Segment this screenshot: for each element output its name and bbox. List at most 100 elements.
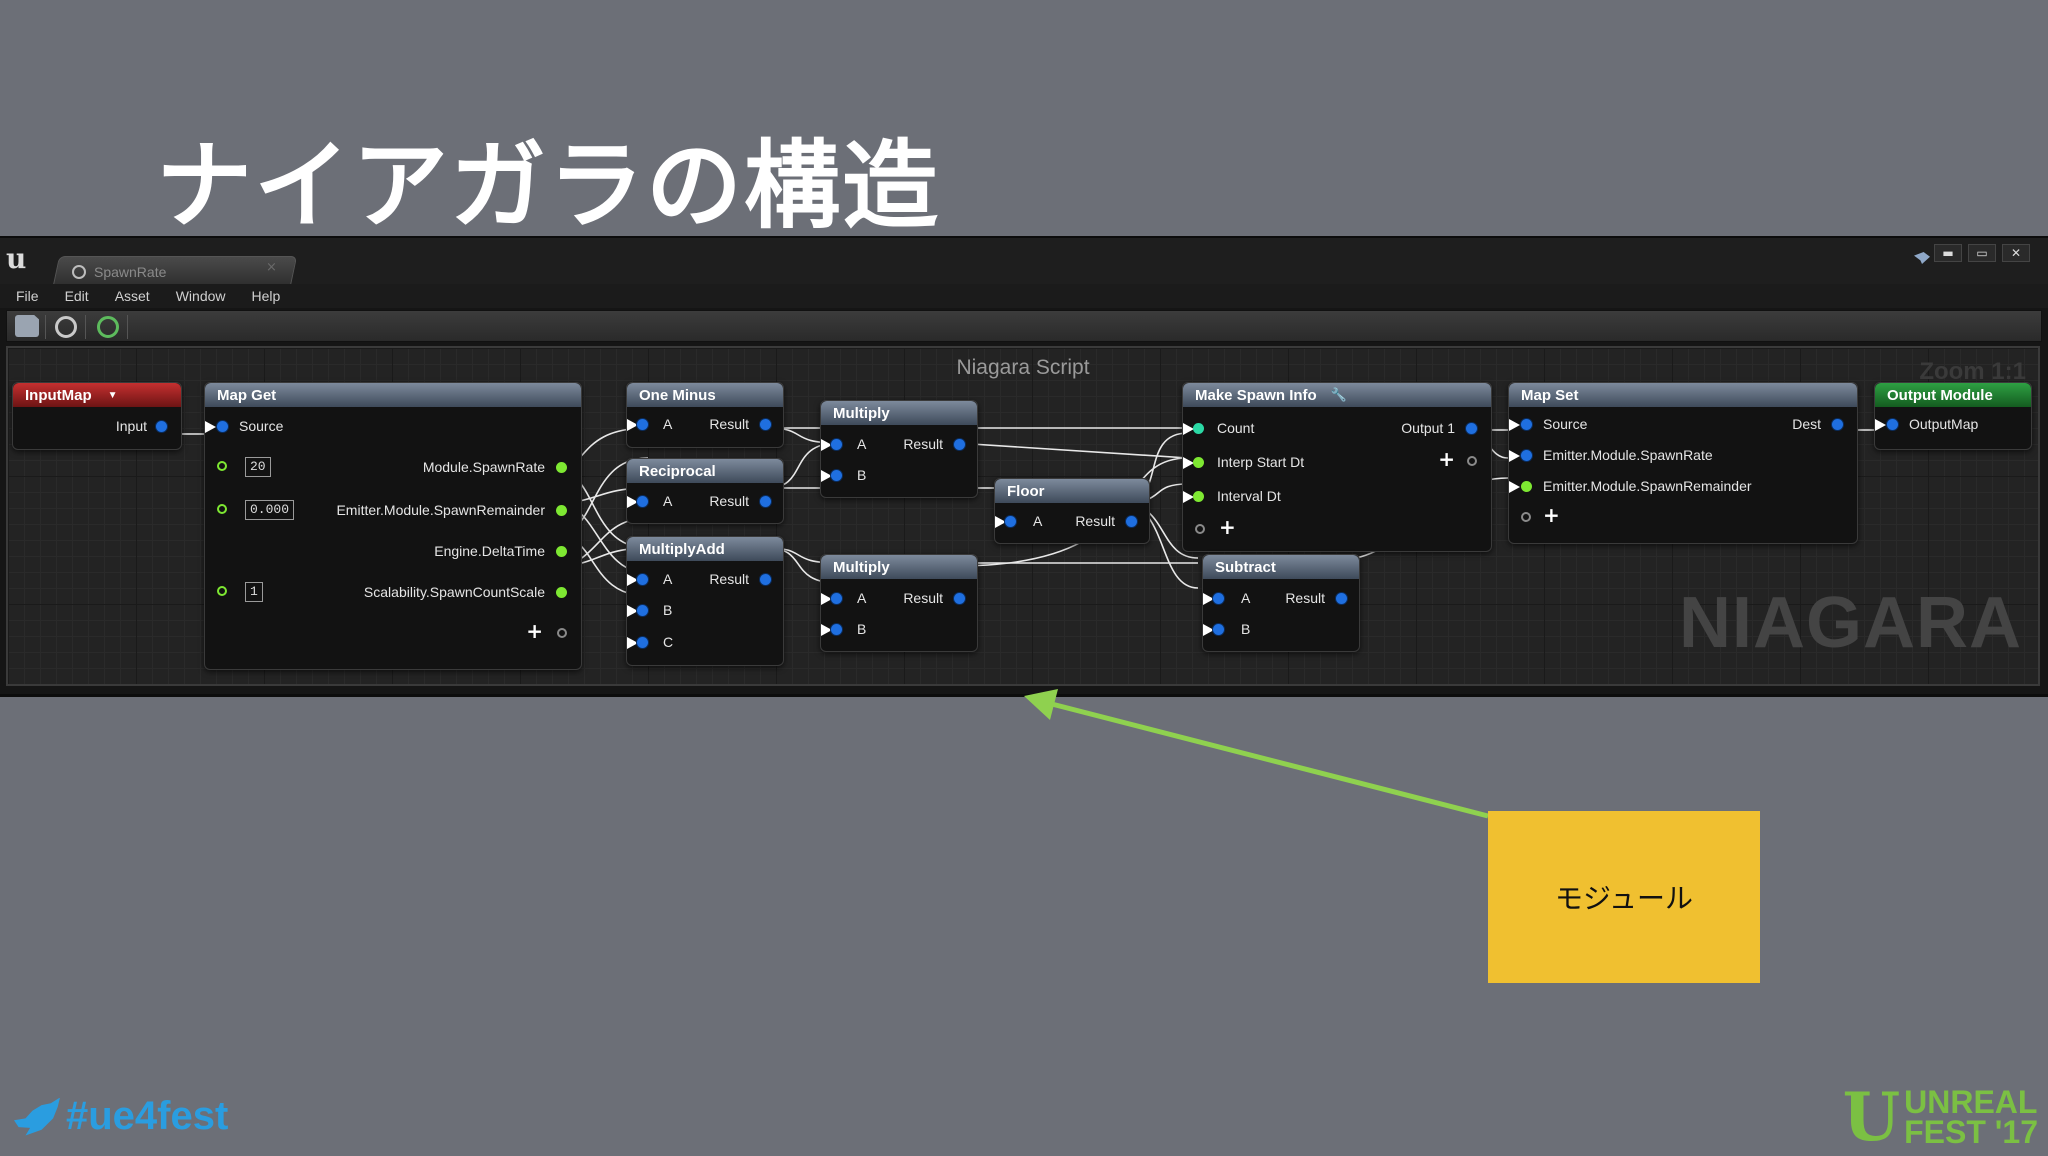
exec-pin[interactable] bbox=[1183, 457, 1194, 469]
node-title: Map Set bbox=[1509, 383, 1857, 407]
exec-pin[interactable] bbox=[205, 421, 216, 433]
exec-pin[interactable] bbox=[821, 624, 832, 636]
node-reciprocal[interactable]: Reciprocal A Result bbox=[626, 458, 784, 524]
exec-pin[interactable] bbox=[1183, 423, 1194, 435]
node-map-set[interactable]: Map Set Source Dest Emitter.Module.Spawn… bbox=[1508, 382, 1858, 544]
output-pin[interactable] bbox=[760, 419, 771, 430]
node-title: Map Get bbox=[205, 383, 581, 407]
exec-pin[interactable] bbox=[1509, 419, 1520, 431]
input-pin[interactable] bbox=[831, 439, 842, 450]
exec-pin[interactable] bbox=[1203, 624, 1214, 636]
add-pin-icon[interactable] bbox=[1521, 512, 1531, 522]
exec-pin[interactable] bbox=[627, 605, 638, 617]
output-pin[interactable] bbox=[556, 505, 567, 516]
node-output-module[interactable]: Output Module OutputMap bbox=[1874, 382, 2032, 450]
add-pin-icon[interactable] bbox=[1467, 456, 1477, 466]
input-pin[interactable] bbox=[1193, 457, 1204, 468]
exec-pin[interactable] bbox=[1509, 450, 1520, 462]
input-pin[interactable] bbox=[1005, 516, 1016, 527]
output-pin[interactable] bbox=[1336, 593, 1347, 604]
input-pin[interactable] bbox=[1887, 419, 1898, 430]
menu-edit[interactable]: Edit bbox=[64, 288, 89, 304]
add-pin-icon[interactable]: + bbox=[526, 619, 543, 643]
node-inputmap[interactable]: InputMap ▼ Input bbox=[12, 382, 182, 450]
exec-pin[interactable] bbox=[627, 637, 638, 649]
menu-help[interactable]: Help bbox=[251, 288, 281, 304]
input-pin[interactable] bbox=[1213, 624, 1224, 635]
input-pin[interactable] bbox=[831, 470, 842, 481]
input-pin[interactable] bbox=[1193, 423, 1204, 434]
input-pin[interactable] bbox=[637, 496, 648, 507]
exec-pin[interactable] bbox=[1203, 593, 1214, 605]
add-pin-icon[interactable] bbox=[1195, 524, 1205, 534]
input-pin[interactable] bbox=[1213, 593, 1224, 604]
add-pin-icon[interactable] bbox=[217, 504, 227, 514]
add-pin-icon[interactable] bbox=[217, 461, 227, 471]
add-pin-icon[interactable] bbox=[217, 586, 227, 596]
input-pin[interactable] bbox=[637, 574, 648, 585]
exec-pin[interactable] bbox=[1183, 491, 1194, 503]
output-pin[interactable] bbox=[760, 574, 771, 585]
output-pin[interactable] bbox=[954, 593, 965, 604]
node-graph[interactable]: Niagara Script Zoom 1:1 NIAGARA bbox=[6, 346, 2040, 686]
exec-pin[interactable] bbox=[627, 574, 638, 586]
maximize-button[interactable]: ▭ bbox=[1968, 244, 1996, 262]
input-pin[interactable] bbox=[1521, 419, 1532, 430]
input-pin[interactable] bbox=[217, 421, 228, 432]
input-pin[interactable] bbox=[1521, 450, 1532, 461]
add-pin-icon[interactable]: + bbox=[1543, 503, 1560, 527]
pin-window-icon[interactable] bbox=[1914, 252, 1930, 264]
output-pin[interactable] bbox=[156, 421, 167, 432]
add-pin-icon[interactable]: + bbox=[1219, 515, 1236, 539]
minimize-button[interactable]: ▬ bbox=[1934, 244, 1962, 262]
exec-pin[interactable] bbox=[1509, 481, 1520, 493]
node-make-spawn-info[interactable]: Make Spawn Info 🔧 Count Output 1 Interp … bbox=[1182, 382, 1492, 552]
pin-label: Emitter.Module.SpawnRemainder bbox=[336, 502, 545, 518]
output-pin[interactable] bbox=[556, 546, 567, 557]
output-pin[interactable] bbox=[1126, 516, 1137, 527]
default-value-field[interactable]: 0.000 bbox=[245, 500, 295, 520]
input-pin[interactable] bbox=[1521, 481, 1532, 492]
browse-icon[interactable] bbox=[55, 316, 77, 338]
input-pin[interactable] bbox=[637, 605, 648, 616]
node-title-text: Make Spawn Info bbox=[1195, 386, 1317, 404]
save-icon[interactable] bbox=[15, 315, 39, 337]
output-pin[interactable] bbox=[760, 496, 771, 507]
default-value-field[interactable]: 20 bbox=[245, 457, 271, 477]
input-pin[interactable] bbox=[831, 593, 842, 604]
node-multiply[interactable]: Multiply A Result B bbox=[820, 400, 978, 498]
output-pin[interactable] bbox=[1466, 423, 1477, 434]
node-floor[interactable]: Floor A Result bbox=[994, 478, 1150, 544]
menu-asset[interactable]: Asset bbox=[114, 288, 150, 304]
input-pin[interactable] bbox=[637, 419, 648, 430]
exec-pin[interactable] bbox=[821, 470, 832, 482]
input-pin[interactable] bbox=[1193, 491, 1204, 502]
exec-pin[interactable] bbox=[627, 496, 638, 508]
compile-icon[interactable] bbox=[97, 316, 119, 338]
exec-pin[interactable] bbox=[821, 439, 832, 451]
node-multiply-add[interactable]: MultiplyAdd A Result B C bbox=[626, 536, 784, 666]
node-subtract[interactable]: Subtract A Result B bbox=[1202, 554, 1360, 652]
add-pin-icon[interactable]: + bbox=[1438, 447, 1455, 471]
node-one-minus[interactable]: One Minus A Result bbox=[626, 382, 784, 448]
node-map-get[interactable]: Map Get Source 20 Module.SpawnRate 0.000… bbox=[204, 382, 582, 670]
tab-close-icon[interactable]: × bbox=[266, 260, 277, 275]
menu-file[interactable]: File bbox=[16, 288, 39, 304]
close-button[interactable]: ✕ bbox=[2002, 244, 2030, 262]
exec-pin[interactable] bbox=[995, 516, 1006, 528]
add-pin-icon[interactable] bbox=[557, 628, 567, 638]
dropdown-icon[interactable]: ▼ bbox=[107, 389, 118, 401]
default-value-field[interactable]: 1 bbox=[245, 582, 263, 602]
input-pin[interactable] bbox=[637, 637, 648, 648]
output-pin[interactable] bbox=[556, 587, 567, 598]
output-pin[interactable] bbox=[1832, 419, 1843, 430]
input-pin[interactable] bbox=[831, 624, 842, 635]
pin-label: Module.SpawnRate bbox=[422, 459, 545, 475]
output-pin[interactable] bbox=[556, 462, 567, 473]
exec-pin[interactable] bbox=[821, 593, 832, 605]
output-pin[interactable] bbox=[954, 439, 965, 450]
exec-pin[interactable] bbox=[1875, 419, 1886, 431]
node-multiply[interactable]: Multiply A Result B bbox=[820, 554, 978, 652]
exec-pin[interactable] bbox=[627, 419, 638, 431]
menu-window[interactable]: Window bbox=[175, 288, 226, 304]
